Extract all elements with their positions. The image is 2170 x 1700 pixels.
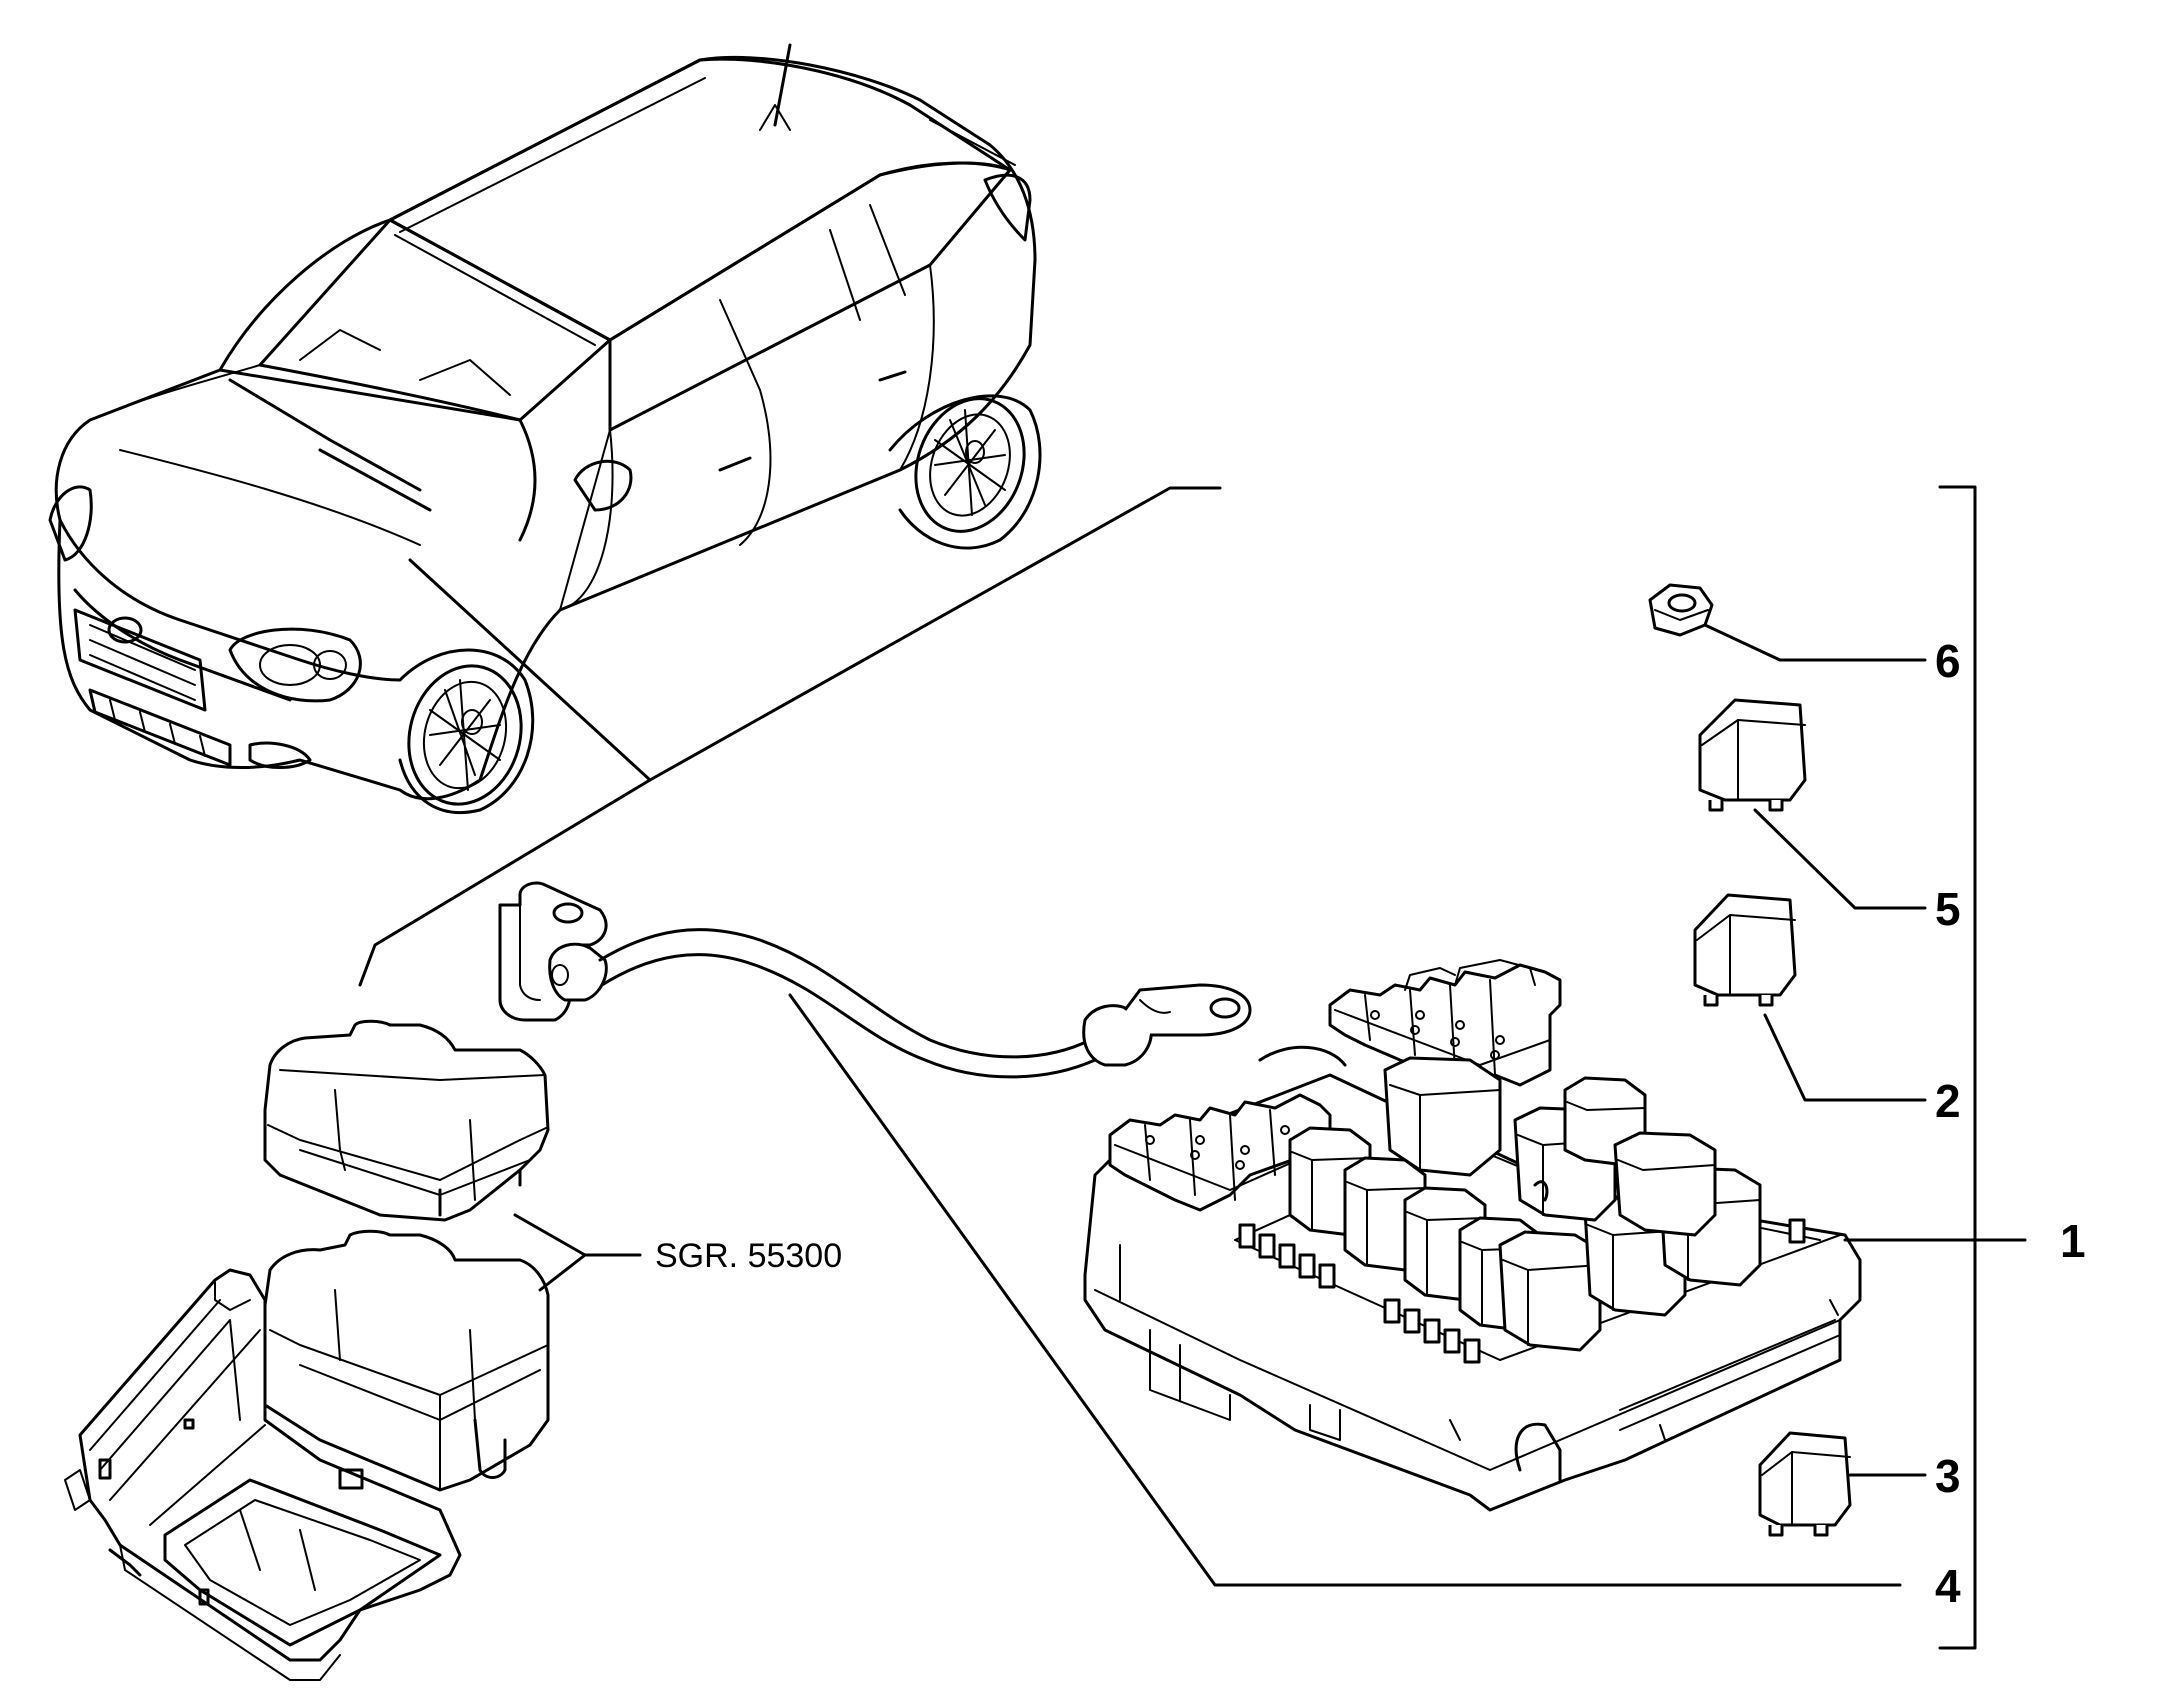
relay-2: [1693, 893, 1927, 1102]
relay-cubes: [1288, 1056, 1762, 1352]
reference-leader: [513, 1213, 642, 1292]
callout-6: 6: [1935, 635, 1961, 687]
relay-3: [1758, 1431, 1927, 1537]
callout-3: 3: [1935, 1450, 1961, 1502]
car-illustration: [48, 43, 1042, 815]
fuses: [1238, 1218, 1806, 1364]
callout-5: 5: [1935, 883, 1961, 935]
ground-cable: [498, 881, 1902, 1587]
reference-label: SGR. 55300: [655, 1237, 842, 1275]
detail-outline: [358, 486, 1222, 987]
group-bracket: [1938, 485, 1977, 1650]
relay-bank-front: [1108, 1093, 1332, 1212]
nut: [1648, 583, 1927, 662]
fuse-relay-box: [1083, 959, 1862, 1512]
battery-assembly: [64, 1019, 550, 1681]
callout-2: 2: [1935, 1075, 1961, 1127]
callout-4: 4: [1935, 1560, 1961, 1612]
callout-1: 1: [2060, 1215, 2086, 1267]
relay-bank-rear: [1328, 959, 1562, 1092]
relay-5: [1698, 698, 1927, 910]
